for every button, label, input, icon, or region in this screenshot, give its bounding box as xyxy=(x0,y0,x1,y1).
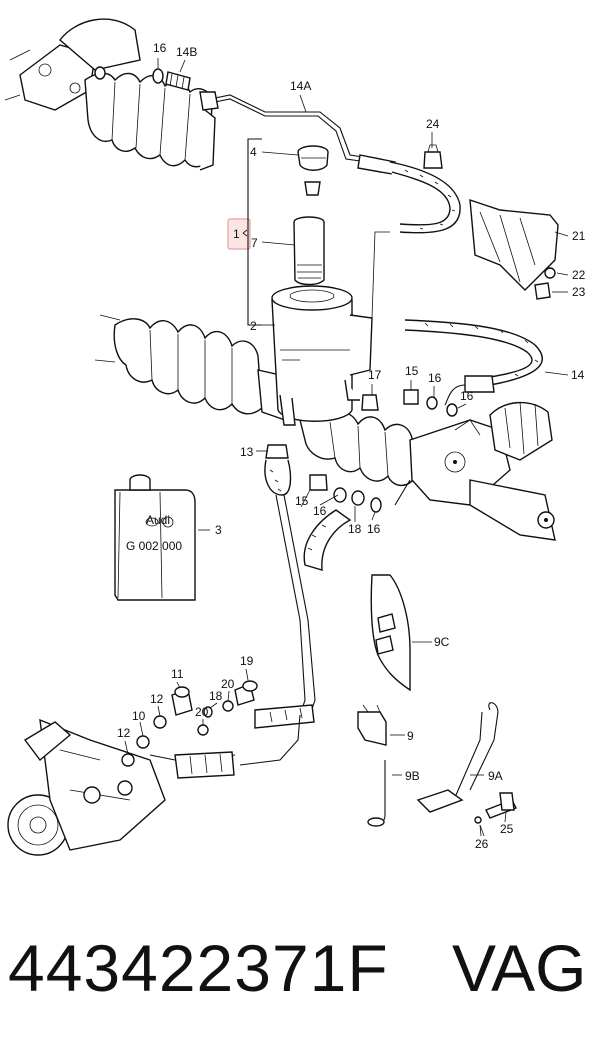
callout-1: 1 xyxy=(233,227,240,241)
can-label: G 002 000 xyxy=(126,539,182,553)
callout-15b: 15 xyxy=(295,494,309,508)
fittings-middle xyxy=(361,389,458,417)
callout-9c: 9C xyxy=(434,635,450,649)
callout-25: 25 xyxy=(500,822,514,836)
callout-9b: 9B xyxy=(405,769,420,783)
callout-11: 11 xyxy=(171,667,184,681)
callout-23: 23 xyxy=(572,285,586,299)
callout-16d: 16 xyxy=(313,504,327,518)
reservoir-assembly xyxy=(271,145,373,426)
callout-17: 17 xyxy=(368,368,382,382)
callout-12a: 12 xyxy=(150,692,164,706)
bracket-9c xyxy=(370,574,432,692)
pressure-line-14a xyxy=(199,91,396,175)
callout-20b: 20 xyxy=(195,705,209,719)
bolt-25 xyxy=(474,792,517,837)
callout-21: 21 xyxy=(572,229,586,243)
callout-labels: 1 2 3 4 7 9 9A 9B 9C 10 11 12 12 13 14 1… xyxy=(117,41,586,851)
callout-13: 13 xyxy=(240,445,254,459)
callout-14: 14 xyxy=(571,368,585,382)
fluid-can: G 002 000 Audi xyxy=(114,474,210,601)
callout-16a: 16 xyxy=(153,41,167,55)
callout-10: 10 xyxy=(132,709,146,723)
callout-24: 24 xyxy=(426,117,440,131)
fitting-14b xyxy=(94,66,191,91)
callout-12b: 12 xyxy=(117,726,131,740)
can-logo: Audi xyxy=(146,513,170,527)
callout-26: 26 xyxy=(475,837,489,851)
callout-19: 19 xyxy=(240,654,254,668)
callout-16b: 16 xyxy=(428,371,442,385)
callout-14a: 14A xyxy=(290,79,311,93)
pressure-hose-14 xyxy=(404,319,543,406)
callout-9a: 9A xyxy=(488,769,503,783)
lower-fittings xyxy=(303,474,411,571)
power-steering-pump xyxy=(7,718,166,856)
callout-7: 7 xyxy=(251,236,258,250)
callout-14b: 14B xyxy=(176,45,197,59)
highlight-box xyxy=(227,218,251,250)
suction-hose-13 xyxy=(264,444,316,716)
part-number: 443422371F xyxy=(8,931,389,1005)
callout-20a: 20 xyxy=(221,677,235,691)
brand-name: VAG xyxy=(452,931,587,1005)
callout-22: 22 xyxy=(572,268,586,282)
callout-16e: 16 xyxy=(367,522,381,536)
leader-lines xyxy=(124,58,569,837)
clamps-9 xyxy=(357,702,499,827)
bracket-21 xyxy=(469,198,559,300)
callout-3: 3 xyxy=(215,523,222,537)
callout-9: 9 xyxy=(407,729,414,743)
callout-18a: 18 xyxy=(209,689,223,703)
pump-fittings xyxy=(121,680,315,779)
callout-16c: 16 xyxy=(460,389,474,403)
callout-15a: 15 xyxy=(405,364,419,378)
clip-24 xyxy=(423,144,443,169)
upper-steering-rack xyxy=(4,18,216,171)
callout-2: 2 xyxy=(250,319,257,333)
callout-4: 4 xyxy=(250,145,257,159)
callout-18b: 18 xyxy=(348,522,362,536)
